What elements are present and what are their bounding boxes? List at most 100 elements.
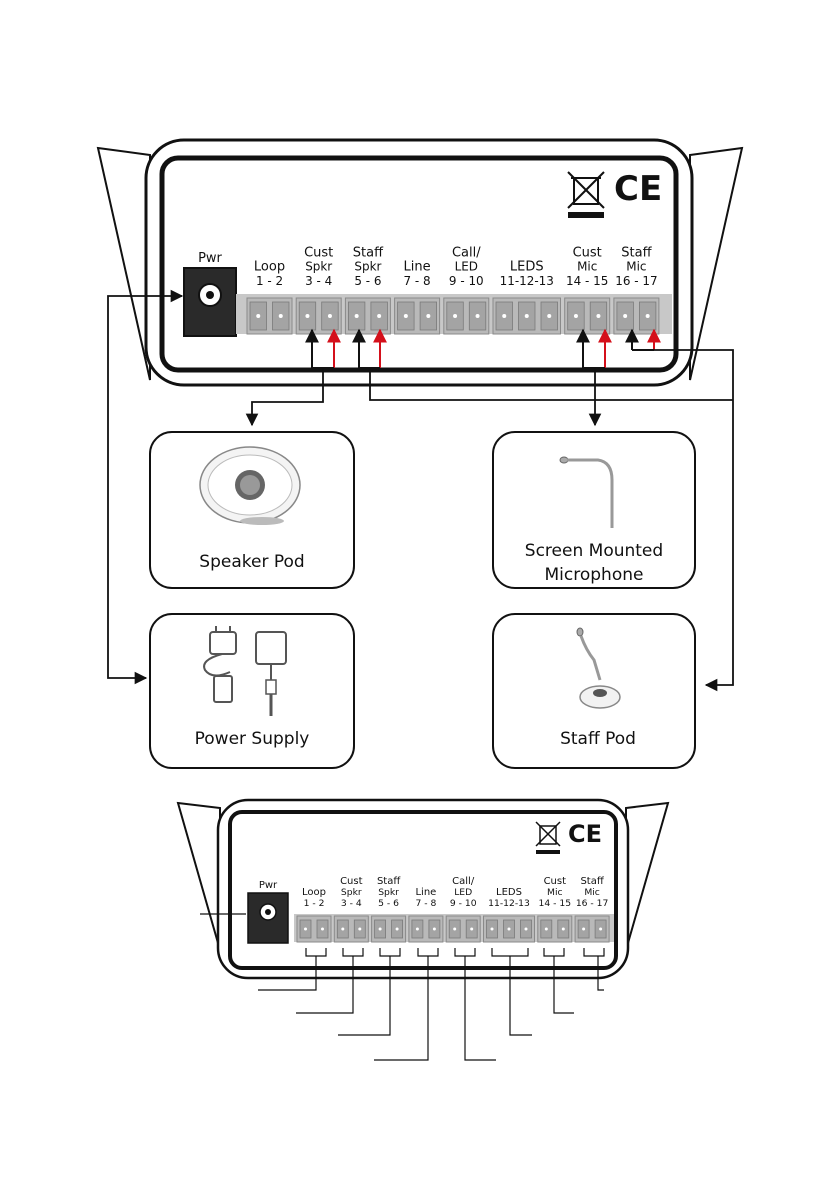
terminal-name-2: Mic xyxy=(577,260,597,274)
terminal-pins: 5 - 6 xyxy=(354,274,381,288)
terminal-blocks xyxy=(246,297,660,335)
terminal-block xyxy=(371,915,407,943)
right-flange xyxy=(689,146,744,381)
screen-mic-label-1: Screen Mounted xyxy=(525,541,663,561)
staff-pod-label: Staff Pod xyxy=(560,729,636,749)
speaker-pod-wire xyxy=(245,368,324,427)
power-adapter-icon xyxy=(203,626,287,716)
terminal-name: Staff xyxy=(621,245,652,260)
terminal-block xyxy=(296,915,332,943)
terminal-name: Loop xyxy=(302,887,326,898)
terminal-block xyxy=(574,915,610,943)
terminal-name: Staff xyxy=(353,245,384,260)
screen-mic-label-2: Microphone xyxy=(545,565,644,585)
terminal-name: Cust xyxy=(573,245,602,260)
staff-pod-card: Staff Pod xyxy=(492,613,696,769)
terminal-name-2: Spkr xyxy=(354,260,381,274)
speaker-pod-icon xyxy=(199,446,301,525)
terminal-name-2: LED xyxy=(454,887,472,898)
terminal-name: Line xyxy=(404,260,431,275)
connection-lines xyxy=(107,289,734,692)
bottom-right-flange xyxy=(625,801,670,951)
terminal-name: LEDS xyxy=(510,260,544,275)
power-label: Pwr xyxy=(198,251,222,266)
ce-mark: CE xyxy=(614,169,662,209)
power-supply-card: Power Supply xyxy=(149,613,355,769)
terminal-pins: 9 - 10 xyxy=(449,274,484,288)
bottom-ce-mark: CE xyxy=(568,820,602,848)
bottom-left-flange xyxy=(176,801,221,951)
terminal-block xyxy=(246,297,293,335)
speaker-pod-label: Speaker Pod xyxy=(199,552,304,572)
terminal-name-2: Spkr xyxy=(378,887,399,898)
terminal-pins: 7 - 8 xyxy=(404,274,431,288)
terminal-name-2: Spkr xyxy=(341,887,362,898)
terminal-name-2: Mic xyxy=(584,887,600,898)
terminal-block xyxy=(295,297,342,335)
terminal-pins: 3 - 4 xyxy=(305,274,332,288)
terminal-pins: 3 - 4 xyxy=(341,898,362,909)
bottom-weee-bin-icon xyxy=(535,821,561,854)
terminal-name: Staff xyxy=(580,876,604,887)
terminal-pins: 1 - 2 xyxy=(256,274,283,288)
speaker-pod-card: Speaker Pod xyxy=(149,431,355,589)
terminal-block xyxy=(408,915,444,943)
terminal-block xyxy=(445,915,481,943)
staff-spkr-wire xyxy=(369,368,733,401)
terminal-name: Call/ xyxy=(452,876,475,887)
terminal-name: Call/ xyxy=(452,245,481,260)
terminal-block xyxy=(443,297,490,335)
terminal-wires xyxy=(305,328,661,369)
terminal-pins: 9 - 10 xyxy=(450,898,477,909)
terminal-name: Cust xyxy=(340,876,363,887)
terminal-name-2: Mic xyxy=(547,887,563,898)
staff-mic-wire xyxy=(654,349,734,692)
terminal-name-2: Mic xyxy=(626,260,646,274)
terminal-pins: 1 - 2 xyxy=(304,898,325,909)
terminal-name: LEDS xyxy=(496,887,522,898)
terminal-name-2: LED xyxy=(455,260,478,274)
gooseneck-mic-icon xyxy=(559,456,614,528)
power-wire xyxy=(107,289,184,685)
terminal-pins: 7 - 8 xyxy=(415,898,436,909)
terminal-block xyxy=(394,297,441,335)
terminal-pins: 5 - 6 xyxy=(378,898,399,909)
left-flange xyxy=(96,146,151,381)
power-supply-label: Power Supply xyxy=(195,729,310,749)
terminal-block xyxy=(492,297,561,335)
terminal-pins: 11-12-13 xyxy=(488,898,530,909)
terminal-pins: 16 - 17 xyxy=(576,898,609,909)
terminal-name: Cust xyxy=(544,876,567,887)
terminal-block xyxy=(564,297,611,335)
terminal-name: Cust xyxy=(304,245,333,260)
terminal-block xyxy=(344,297,391,335)
weee-bin-icon xyxy=(567,171,605,218)
terminal-name: Line xyxy=(415,887,436,898)
terminal-pins: 14 - 15 xyxy=(539,898,572,909)
terminal-pins: 11-12-13 xyxy=(500,274,554,288)
bottom-terminal-blocks xyxy=(296,915,610,943)
desk-mic-icon xyxy=(576,627,621,709)
terminal-pins: 16 - 17 xyxy=(615,274,657,288)
terminal-block xyxy=(483,915,535,943)
terminal-name: Loop xyxy=(254,260,285,275)
terminal-block xyxy=(537,915,573,943)
